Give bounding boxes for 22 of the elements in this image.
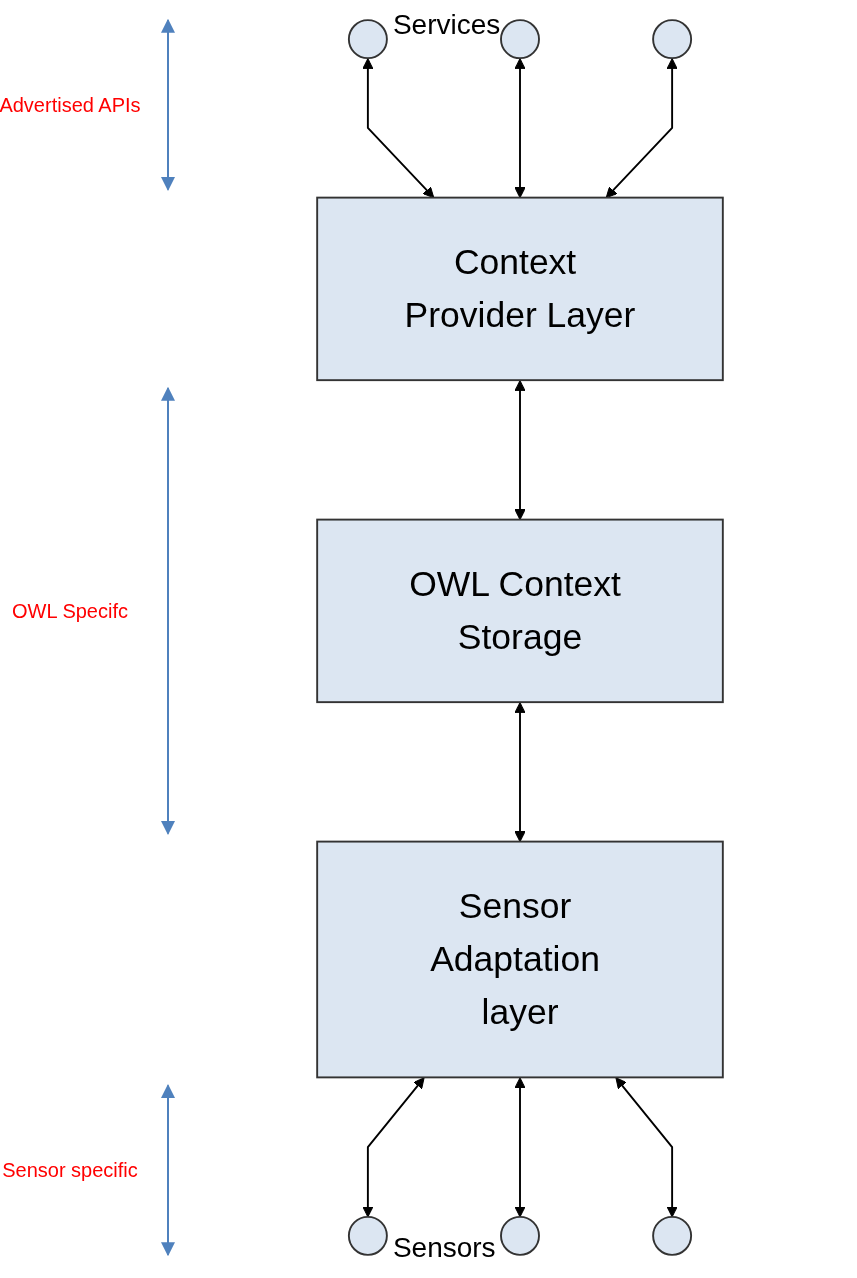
zone-label: OWL Specifc: [11, 598, 129, 623]
arrow: [514, 380, 526, 521]
arrow: [514, 58, 526, 199]
node-circle: [500, 1215, 540, 1256]
node-circle: [652, 19, 693, 60]
node-circle: [500, 19, 540, 60]
arrow: [362, 58, 435, 199]
arrow: [362, 1077, 425, 1218]
arrow: [514, 1077, 526, 1218]
node-circle: [347, 1215, 388, 1256]
node-box: Context Provider Layer: [316, 196, 724, 382]
group-label: Sensors: [392, 1230, 496, 1265]
arrow: [615, 1077, 678, 1218]
node-box: Sensor Adaptation layer: [316, 840, 724, 1079]
arrow: [514, 702, 526, 843]
node-box: OWL Context Storage: [316, 518, 724, 704]
group-label: Services: [392, 8, 501, 42]
zone-label: Advertised APIs: [0, 92, 142, 117]
node-circle: [347, 19, 388, 60]
arrow: [605, 58, 678, 199]
zone-label: Sensor specific: [1, 1158, 139, 1183]
node-circle: [652, 1215, 693, 1256]
